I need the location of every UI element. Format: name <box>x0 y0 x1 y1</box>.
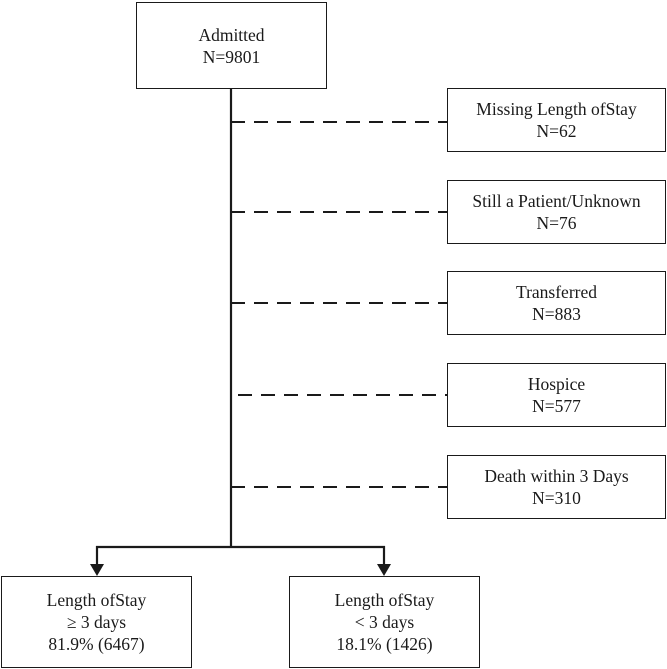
exclusion-box-transferred: Transferred N=883 <box>447 271 666 335</box>
outcome-result: 18.1% (1426) <box>336 634 433 654</box>
outcome-condition: < 3 days <box>354 612 415 632</box>
outcome-box-stay-ge-3-days: Length ofStay ≥ 3 days 81.9% (6467) <box>1 576 192 668</box>
admitted-box: Admitted N=9801 <box>136 2 327 89</box>
outcome-box-stay-lt-3-days: Length ofStay < 3 days 18.1% (1426) <box>289 576 480 668</box>
outcome-title: Length ofStay <box>46 590 147 610</box>
right-arrowhead-icon <box>377 564 391 576</box>
outcome-condition: ≥ 3 days <box>66 612 127 632</box>
exclusion-box-death-within-3-days: Death within 3 Days N=310 <box>447 455 666 519</box>
admitted-title: Admitted <box>198 24 265 45</box>
admitted-count: N=9801 <box>202 46 261 67</box>
exclusion-count: N=76 <box>536 213 577 233</box>
left-arrowhead-icon <box>90 564 104 576</box>
exclusion-box-missing-length-of-stay: Missing Length ofStay N=62 <box>447 88 666 152</box>
exclusion-title: Transferred <box>516 282 597 302</box>
exclusion-count: N=310 <box>532 488 581 508</box>
exclusion-box-still-a-patient: Still a Patient/Unknown N=76 <box>447 180 666 244</box>
exclusion-box-hospice: Hospice N=577 <box>447 363 666 427</box>
exclusion-title: Still a Patient/Unknown <box>472 191 641 211</box>
outcome-title: Length ofStay <box>334 590 435 610</box>
exclusion-count: N=883 <box>532 304 581 324</box>
exclusion-count: N=577 <box>532 396 581 416</box>
exclusion-title: Death within 3 Days <box>484 466 629 486</box>
exclusion-count: N=62 <box>536 121 577 141</box>
exclusion-title: Hospice <box>527 374 586 394</box>
exclusion-title: Missing Length ofStay <box>476 99 637 119</box>
outcome-result: 81.9% (6467) <box>48 634 145 654</box>
